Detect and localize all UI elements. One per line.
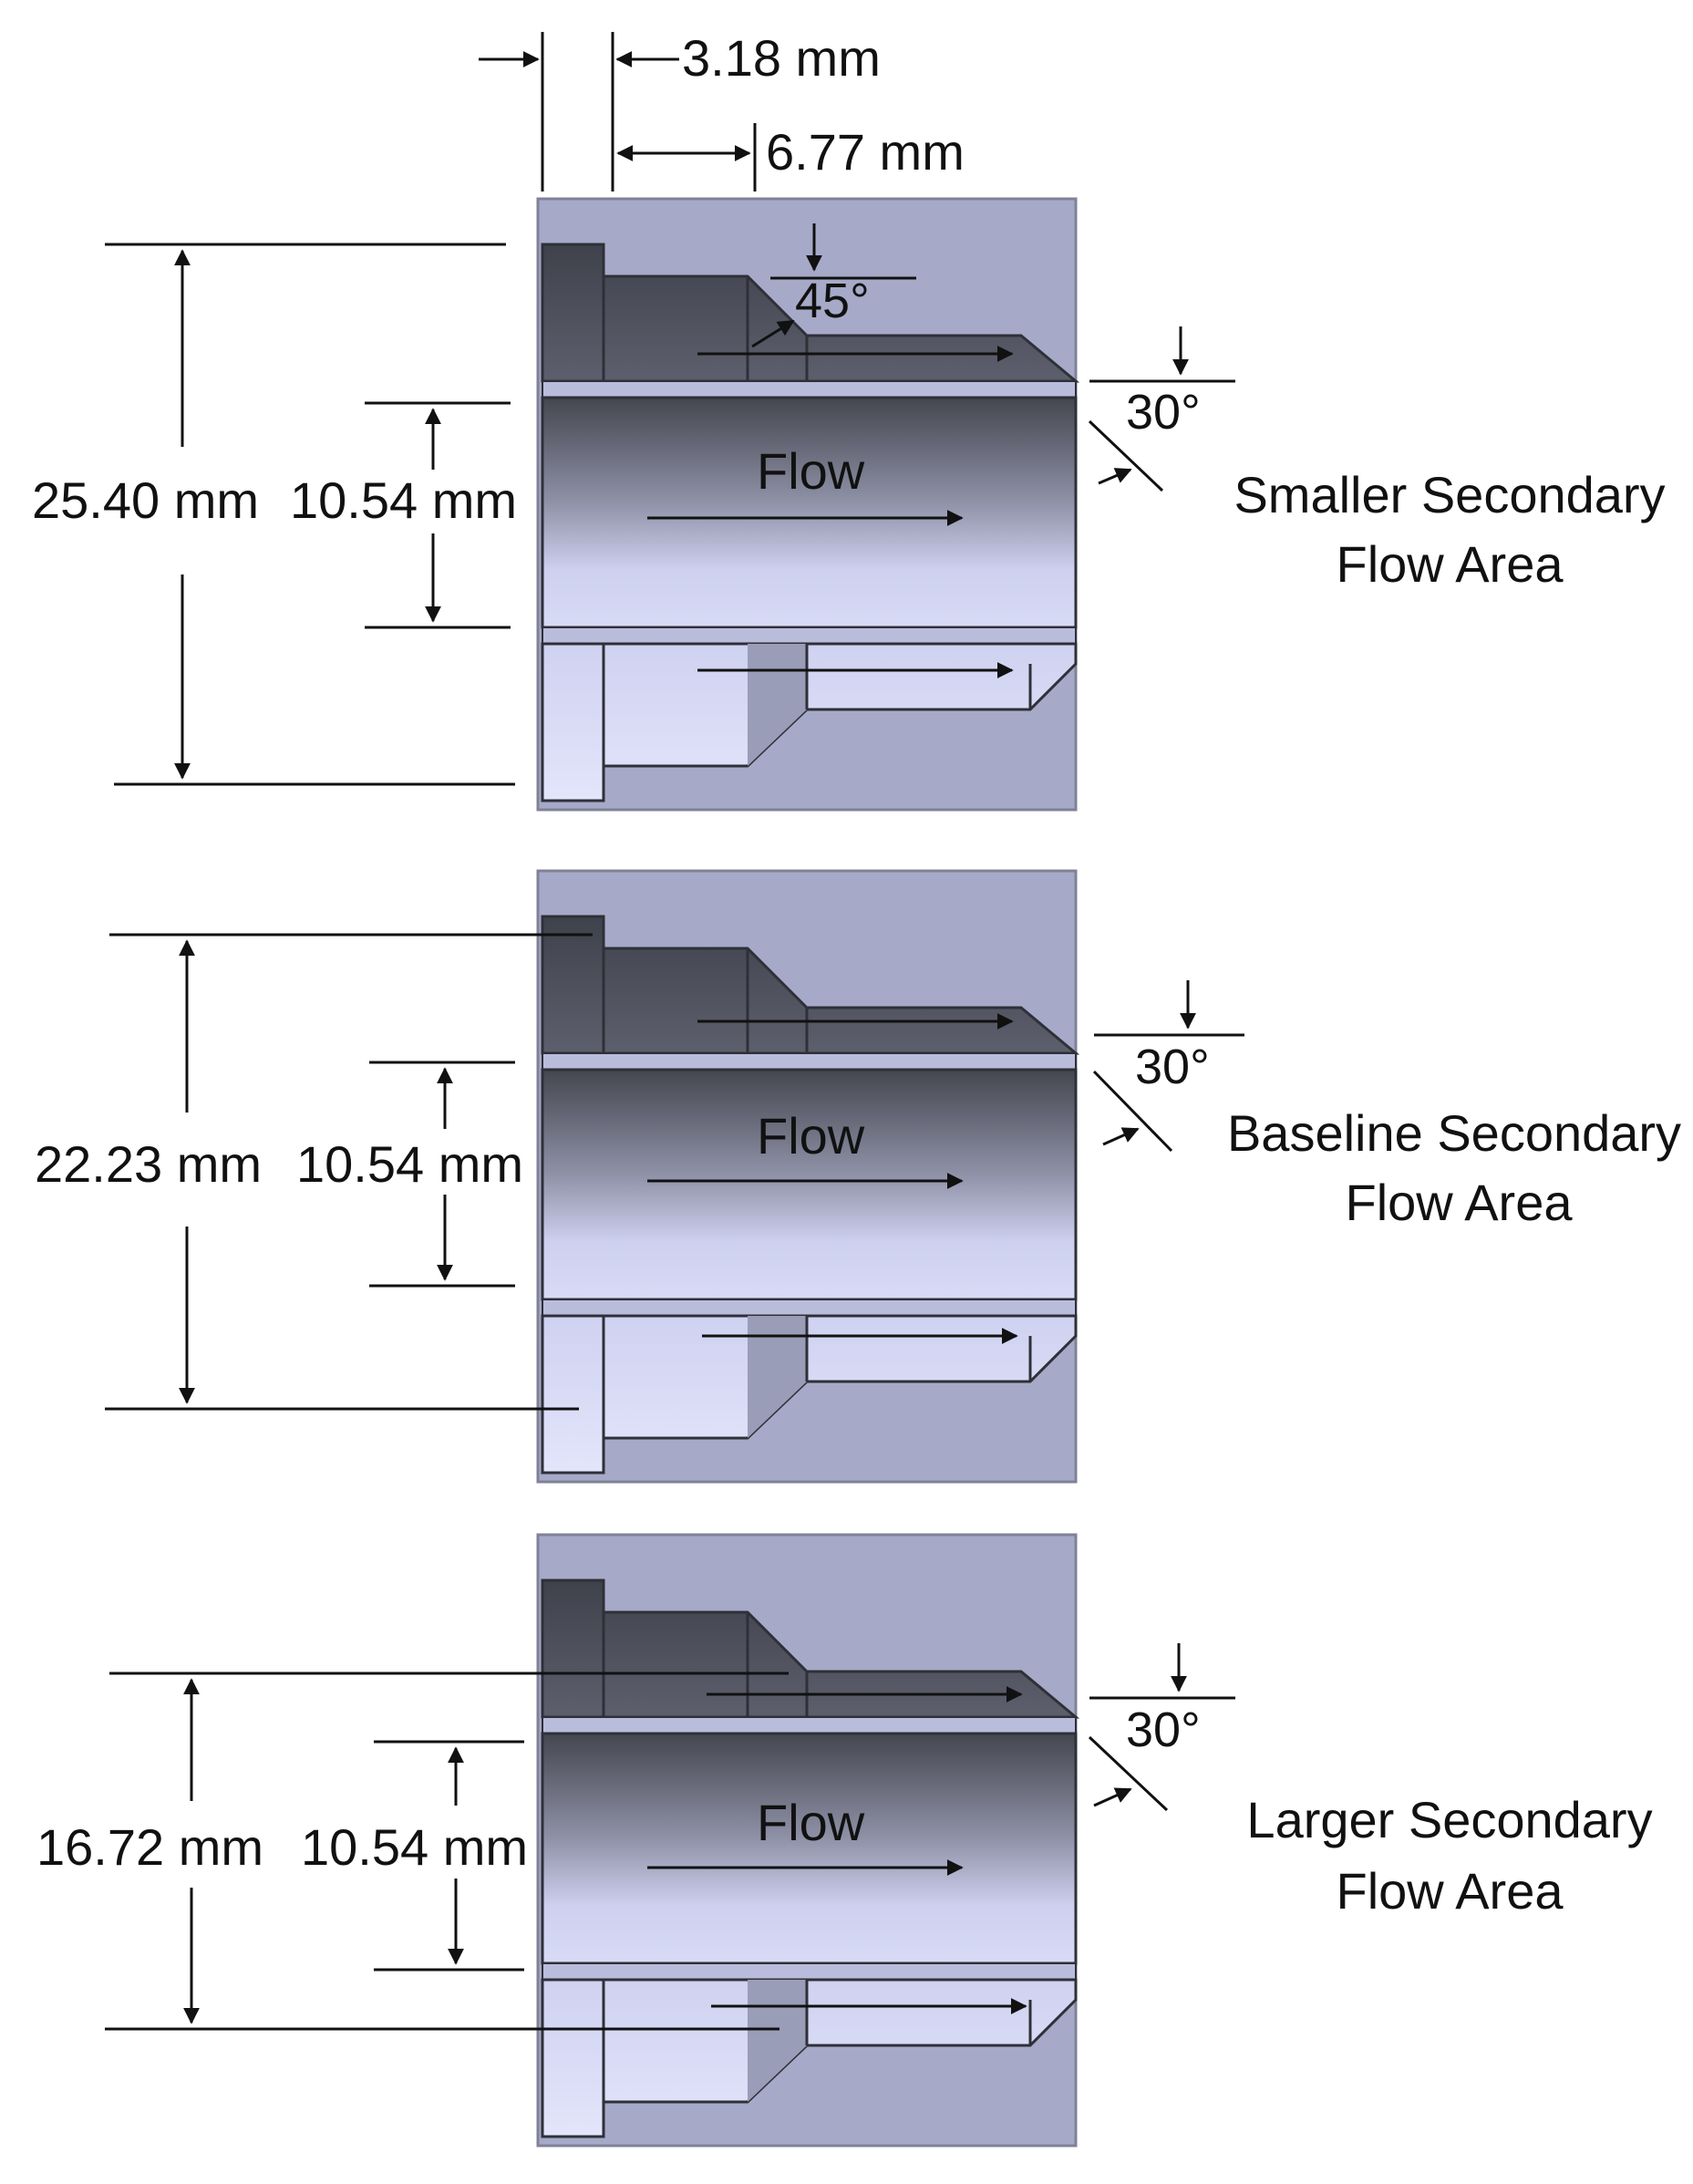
- inner-dimension-label: 10.54 mm: [301, 1818, 528, 1876]
- caption-line-1: Larger Secondary: [1246, 1791, 1652, 1848]
- angle-30-label: 30°: [1126, 385, 1201, 440]
- panel-smaller-secondary: Flow 45° 30° 25.40 mm 10.54 mm Smaller S…: [32, 197, 1666, 812]
- angle-30-arrow: [1093, 1787, 1132, 1807]
- step-dimension-label: 6.77 mm: [766, 123, 965, 181]
- outer-dimension-label: 16.72 mm: [36, 1818, 263, 1876]
- angle-45-label: 45°: [795, 274, 870, 328]
- top-dimensions: 3.18 mm 6.77 mm: [479, 29, 965, 191]
- angle-45-arrow: [751, 319, 795, 348]
- flow-label: Flow: [757, 1107, 865, 1164]
- angle-30-slant-line: [1088, 1735, 1169, 1812]
- angle-30-arrow: [1102, 1127, 1140, 1146]
- flow-label: Flow: [757, 442, 865, 500]
- caption-line-2: Flow Area: [1337, 1862, 1564, 1920]
- angle-30-slant-line: [1088, 419, 1164, 492]
- angle-30-arrow: [1098, 468, 1132, 485]
- angle-30-label: 30°: [1135, 1040, 1210, 1094]
- caption-line-2: Flow Area: [1337, 535, 1564, 593]
- outer-dimension-label: 22.23 mm: [35, 1135, 262, 1193]
- nozzle-cross-section: Flow: [536, 197, 1078, 812]
- inner-dimension-label: 10.54 mm: [296, 1135, 523, 1193]
- outer-dimension-label: 25.40 mm: [32, 471, 259, 529]
- panel-baseline-secondary: Flow 30° 22.23 mm 10.54 mm Baseline Seco…: [35, 869, 1681, 1484]
- inner-dimension-label: 10.54 mm: [290, 471, 517, 529]
- panel-larger-secondary: Flow 30° 16.72 mm 10.54 mm Larger Second…: [36, 1533, 1653, 2148]
- angle-30-slant-line: [1092, 1070, 1173, 1153]
- offset-dimension-label: 3.18 mm: [682, 29, 881, 87]
- nozzle-cross-section: Flow: [536, 1533, 1078, 2148]
- nozzle-cross-section: Flow: [536, 869, 1078, 1484]
- caption-line-2: Flow Area: [1346, 1174, 1574, 1231]
- caption-line-1: Smaller Secondary: [1234, 466, 1665, 523]
- angle-30-label: 30°: [1126, 1703, 1201, 1757]
- flow-label: Flow: [757, 1794, 865, 1851]
- caption-line-1: Baseline Secondary: [1227, 1104, 1681, 1162]
